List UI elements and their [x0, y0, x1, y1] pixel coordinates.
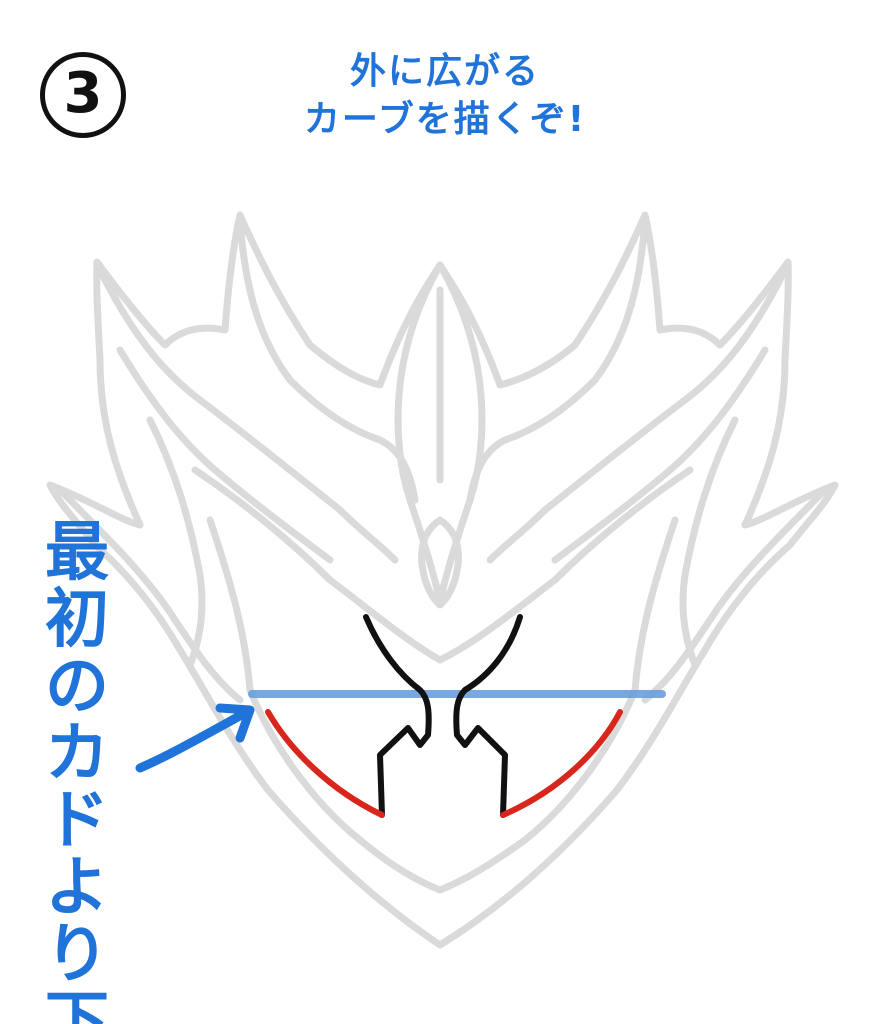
side-note-char: り	[45, 918, 109, 992]
instruction-line-2: カーブを描くぞ!	[303, 99, 587, 140]
instruction-heading: 外に広がる カーブを描くぞ!	[250, 48, 640, 144]
left-cheek	[206, 516, 254, 694]
left-fin	[96, 266, 399, 564]
side-note-char: 最	[45, 516, 109, 590]
right-cheek	[631, 516, 679, 694]
right-horn	[466, 216, 649, 504]
step-number: 3	[63, 61, 103, 126]
right-fin-inner	[551, 346, 769, 564]
instruction-line-1: 外に広がる	[349, 51, 540, 92]
side-note-char: よ	[45, 851, 109, 925]
right-side-panel	[679, 416, 739, 669]
central-crest	[394, 261, 486, 604]
right-nose-curve	[453, 614, 523, 818]
left-red-curve	[265, 709, 385, 818]
right-red-curve	[500, 709, 623, 818]
side-note-char: 下	[45, 985, 109, 1024]
right-lower-blade	[641, 486, 829, 704]
arrow-icon	[135, 703, 255, 773]
mask-inner-jaw	[246, 686, 639, 894]
ink-lines	[363, 614, 523, 818]
mask-guide-sketch	[46, 211, 839, 949]
left-brow	[191, 466, 444, 664]
highlight-curves	[265, 709, 623, 818]
left-lower-blade	[56, 486, 244, 704]
right-fin	[486, 266, 789, 564]
side-note-char: 初	[45, 583, 109, 657]
side-note-char: ド	[45, 784, 109, 858]
forehead-gem	[418, 516, 462, 609]
side-note-vertical: 最 初 の カ ド よ り 下	[22, 520, 132, 1024]
left-side-panel	[146, 416, 206, 669]
right-brow	[436, 466, 694, 664]
left-nose-curve	[363, 614, 432, 818]
step-number-badge: 3	[40, 52, 126, 138]
side-note-char: カ	[45, 717, 109, 791]
left-fin-inner	[116, 346, 334, 564]
side-note-char: の	[45, 650, 109, 724]
